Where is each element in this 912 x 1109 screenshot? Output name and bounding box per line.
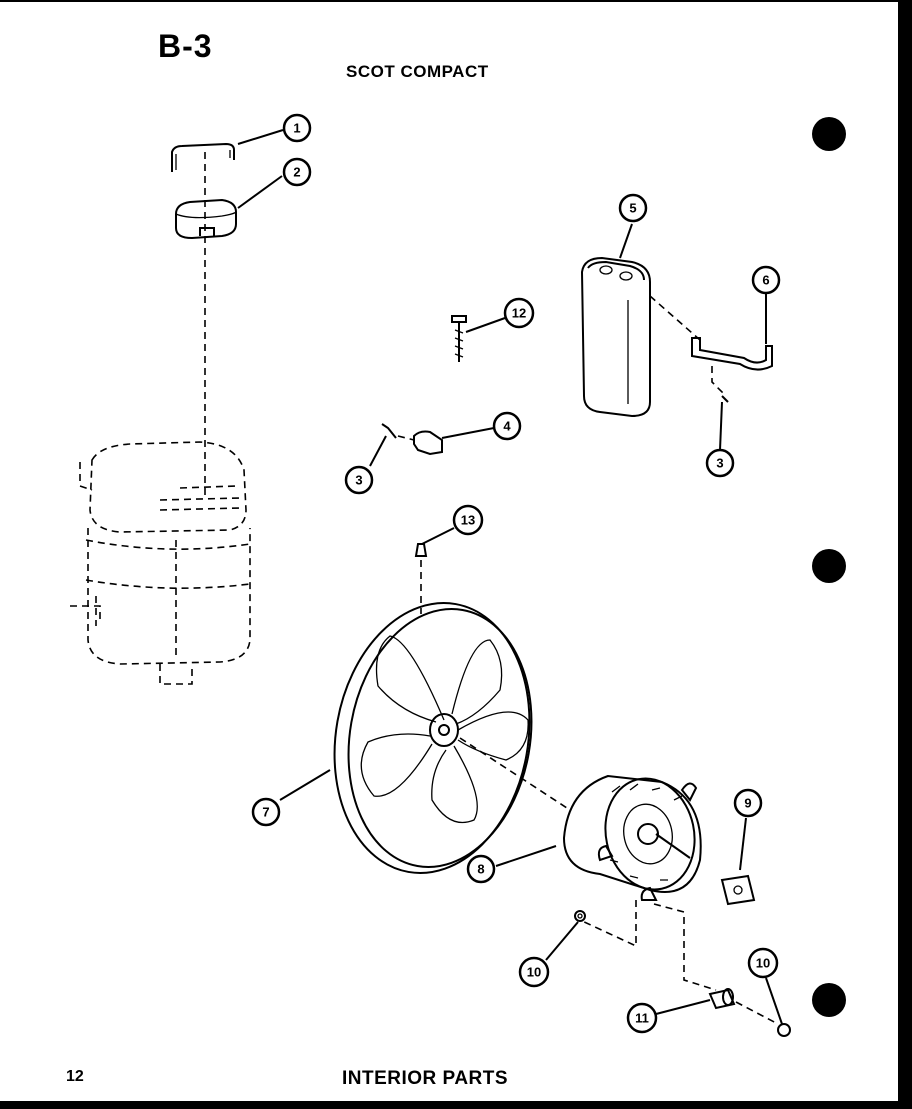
callout-10-left: 10 xyxy=(518,956,550,988)
svg-text:7: 7 xyxy=(262,805,269,820)
model-title: SCOT COMPACT xyxy=(346,62,489,81)
svg-text:2: 2 xyxy=(293,165,300,180)
callout-7: 7 xyxy=(251,797,281,827)
callout-11: 11 xyxy=(626,1002,658,1034)
part-fan-motor xyxy=(562,774,717,991)
callout-8: 8 xyxy=(466,854,496,884)
binder-hole-top xyxy=(812,117,846,151)
part-gasket xyxy=(720,874,756,906)
svg-text:12: 12 xyxy=(512,306,526,321)
callout-9: 9 xyxy=(733,788,763,818)
svg-text:3: 3 xyxy=(355,473,362,488)
svg-text:13: 13 xyxy=(461,513,475,528)
svg-text:10: 10 xyxy=(527,965,541,980)
part-clamp xyxy=(397,430,443,456)
callout-1: 1 xyxy=(282,113,312,143)
page-number: 12 xyxy=(66,1068,84,1085)
callout-12: 12 xyxy=(503,297,535,329)
section-id: B-3 xyxy=(158,28,213,64)
callout-3-right: 3 xyxy=(705,448,735,478)
callout-10-right: 10 xyxy=(747,947,779,979)
svg-text:8: 8 xyxy=(477,862,484,877)
svg-text:5: 5 xyxy=(629,201,636,216)
svg-text:9: 9 xyxy=(744,796,751,811)
callout-13: 13 xyxy=(452,504,484,536)
part-clip xyxy=(171,142,235,172)
callout-6: 6 xyxy=(751,265,781,295)
part-grommet xyxy=(708,988,736,1010)
callout-2: 2 xyxy=(282,157,312,187)
svg-text:6: 6 xyxy=(762,273,769,288)
part-washer-right xyxy=(735,1001,791,1037)
callout-4: 4 xyxy=(492,411,522,441)
part-screw-long xyxy=(451,315,467,362)
svg-text:1: 1 xyxy=(293,121,300,136)
leader-lines xyxy=(237,129,783,1025)
svg-text:4: 4 xyxy=(503,419,511,434)
part-screw-small-left xyxy=(381,423,397,439)
binder-hole-middle xyxy=(812,549,846,583)
svg-text:11: 11 xyxy=(635,1011,649,1026)
footer-title: INTERIOR PARTS xyxy=(342,1068,509,1089)
part-capacitor-bracket xyxy=(691,337,773,403)
binder-hole-bottom xyxy=(812,983,846,1017)
part-fan-blade xyxy=(333,602,571,874)
part-washer-left xyxy=(574,910,586,922)
part-capacitor xyxy=(580,256,701,418)
svg-text:10: 10 xyxy=(756,956,770,971)
callout-5: 5 xyxy=(618,193,648,223)
part-nut xyxy=(414,543,428,614)
part-compressor xyxy=(70,152,251,685)
svg-text:3: 3 xyxy=(716,456,723,471)
part-terminal-cover xyxy=(175,198,237,240)
callout-3-left: 3 xyxy=(344,465,374,495)
